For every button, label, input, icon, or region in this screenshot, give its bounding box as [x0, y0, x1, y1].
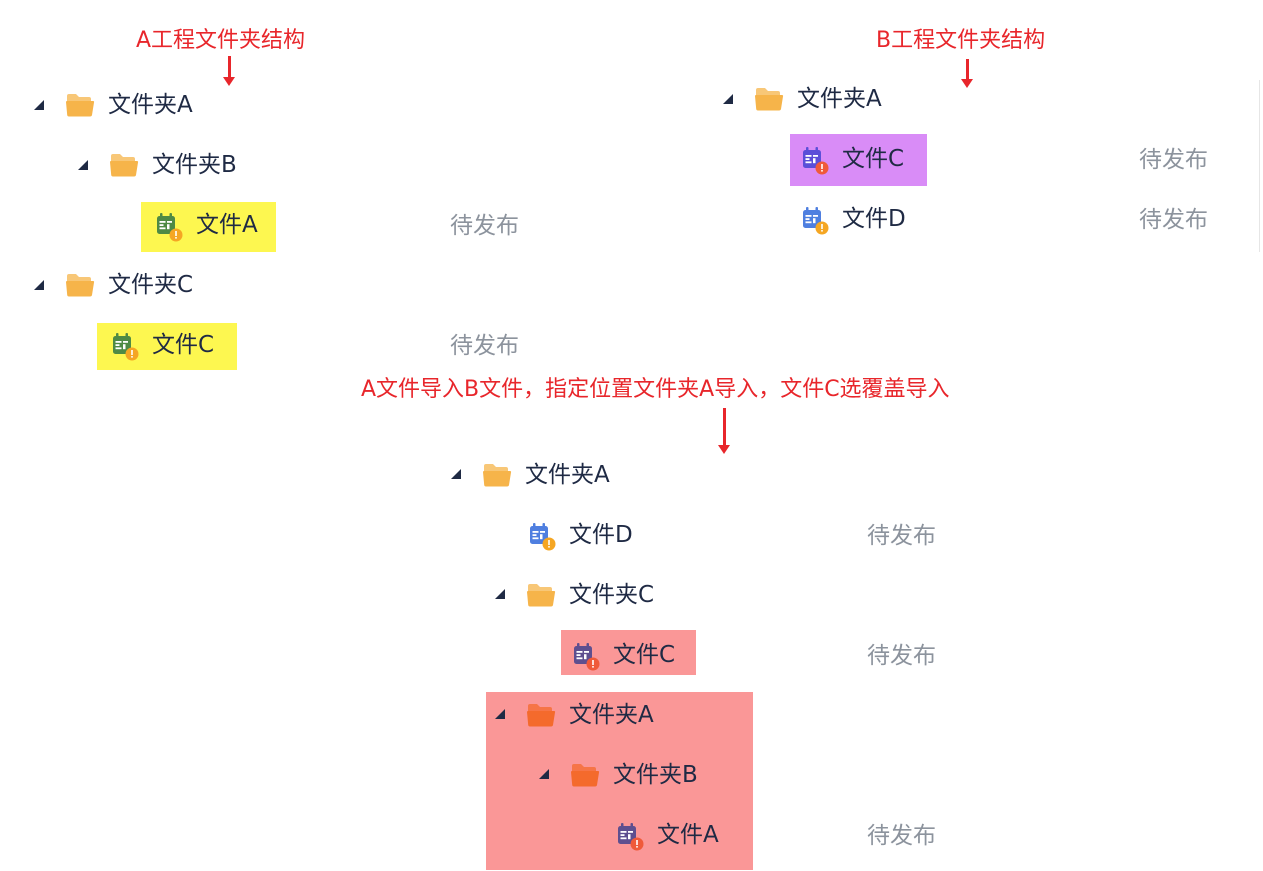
warning-badge-icon [815, 161, 829, 175]
folder-label: 文件夹C [108, 272, 194, 298]
caret-down-icon[interactable] [34, 280, 44, 290]
status-label: 待发布 [450, 333, 519, 359]
file-label: 文件C [152, 332, 215, 358]
folder-icon [109, 152, 139, 178]
folder-icon [754, 86, 784, 112]
folder-icon [526, 582, 556, 608]
status-label: 待发布 [867, 823, 936, 849]
caret-down-icon[interactable] [78, 160, 88, 170]
file-label: 文件C [613, 642, 676, 668]
caret-down-icon[interactable] [723, 94, 733, 104]
file-label: 文件C [842, 146, 905, 172]
warning-badge-icon [815, 221, 829, 235]
folder-label: 文件夹B [152, 152, 237, 178]
caret-down-icon[interactable] [495, 709, 505, 719]
file-label: 文件D [569, 522, 633, 548]
warning-badge-icon [125, 347, 139, 361]
folder-icon [526, 702, 556, 728]
folder-label: 文件夹A [569, 702, 654, 728]
folder-label: 文件夹B [613, 762, 698, 788]
warning-badge-icon [542, 537, 556, 551]
panel-divider [1259, 80, 1260, 252]
import-note-arrow [718, 408, 730, 454]
import-note: A文件导入B文件，指定位置文件夹A导入，文件C选覆盖导入 [361, 377, 950, 402]
warning-badge-icon [586, 657, 600, 671]
warning-badge-icon [630, 837, 644, 851]
folder-label: 文件夹A [797, 86, 882, 112]
b-title-arrow [961, 59, 973, 88]
status-label: 待发布 [867, 523, 936, 549]
status-label: 待发布 [1139, 147, 1208, 173]
folder-label: 文件夹A [108, 92, 193, 118]
warning-badge-icon [169, 228, 183, 242]
folder-icon [482, 462, 512, 488]
file-label: 文件A [196, 212, 258, 238]
status-label: 待发布 [450, 213, 519, 239]
caret-down-icon[interactable] [451, 469, 461, 479]
status-label: 待发布 [1139, 207, 1208, 233]
file-label: 文件D [842, 206, 906, 232]
folder-icon [65, 92, 95, 118]
folder-icon [570, 762, 600, 788]
a-structure-title: A工程文件夹结构 [136, 28, 306, 53]
folder-icon [65, 272, 95, 298]
caret-down-icon[interactable] [495, 589, 505, 599]
caret-down-icon[interactable] [34, 100, 44, 110]
a-title-arrow [223, 56, 235, 86]
file-label: 文件A [657, 822, 719, 848]
caret-down-icon[interactable] [539, 769, 549, 779]
folder-label: 文件夹A [525, 462, 610, 488]
b-structure-title: B工程文件夹结构 [876, 28, 1046, 53]
status-label: 待发布 [867, 643, 936, 669]
folder-label: 文件夹C [569, 582, 655, 608]
